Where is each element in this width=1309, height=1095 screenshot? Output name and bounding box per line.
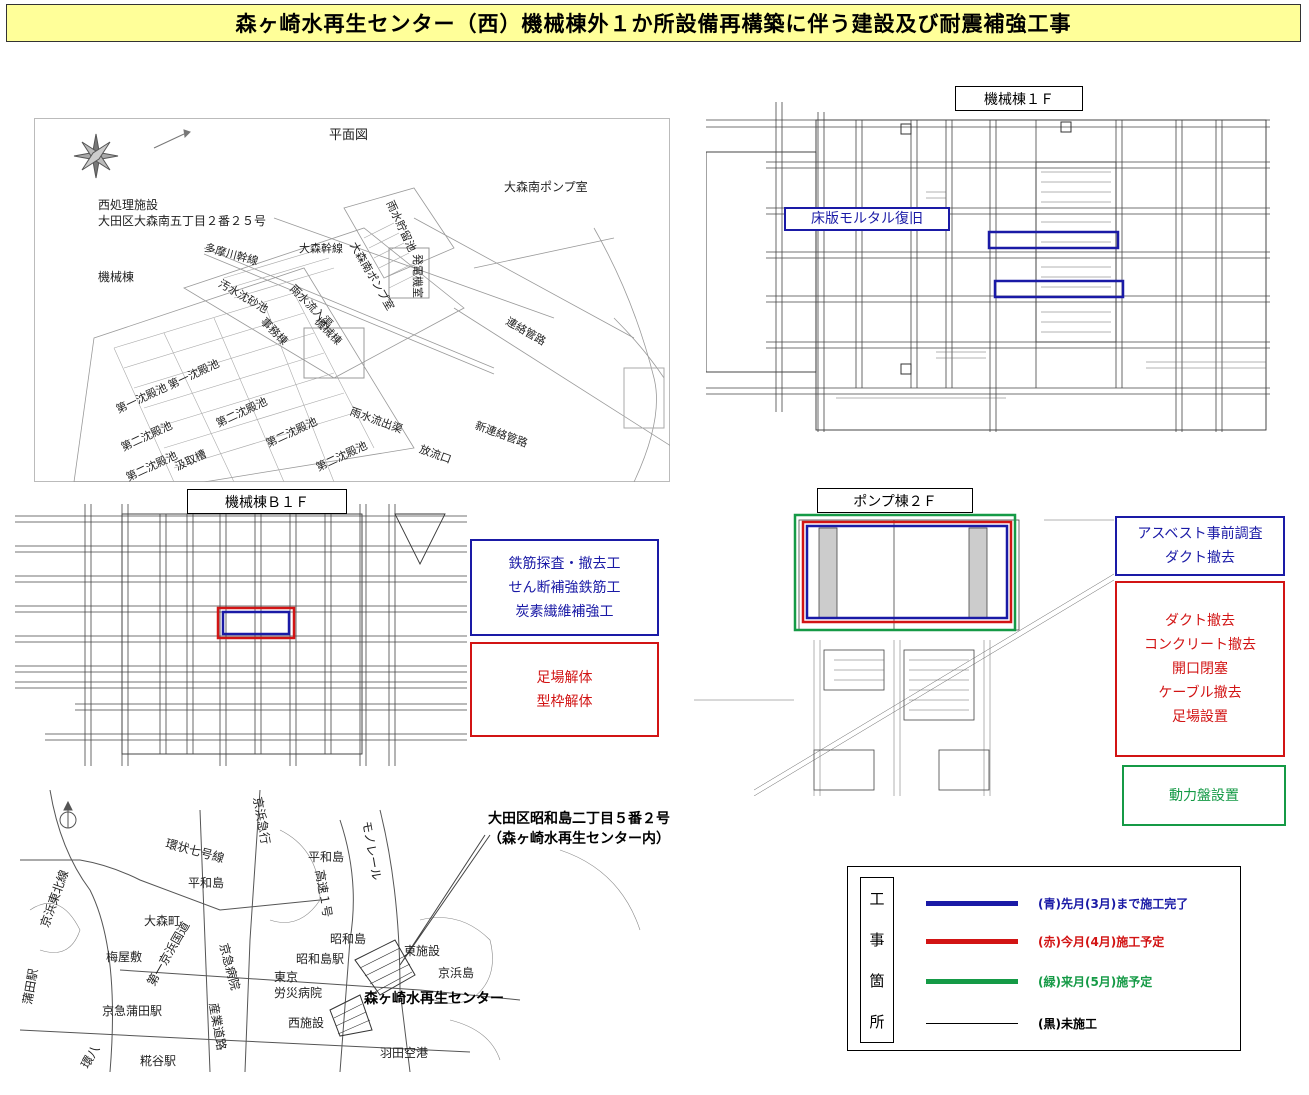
map-label: 森ヶ崎水再生センター [364,991,504,1007]
map-label: 東京 [274,970,299,984]
legend-row-black: (黒)未施工 [926,1011,1226,1035]
facility-address: 大田区大森南五丁目２番２５号 [98,214,267,228]
legend-line-blue [926,900,1018,906]
site-plan-title: 平面図 [329,128,369,143]
floor1-label: 機械棟１Ｆ [955,86,1083,111]
page-title: 森ヶ崎水再生センター（西）機械棟外１か所設備再構築に伴う建設及び耐震補強工事 [6,4,1301,42]
map-address-line2: （森ヶ崎水再生センター内） [488,831,670,847]
legend-header: 工 事 箇 所 [860,877,894,1043]
pump2-note-red-line: 開口閉塞 [1172,661,1228,677]
pump2-note-red-line: ケーブル撤去 [1158,685,1242,701]
legend-line-black [926,1022,1018,1024]
floorB1-note-red-line: 型枠解体 [536,693,593,710]
legend-text-green: (緑)来月(5月)施予定 [1038,974,1153,989]
legend-row-red: (赤)今月(4月)施工予定 [926,929,1226,953]
map-label: 東施設 [404,944,441,958]
floorB1-label: 機械棟Ｂ１Ｆ [187,489,347,514]
compass-icon [73,133,119,179]
map-label: 労災病院 [274,986,323,1000]
pump2-drawing [694,513,1114,796]
pump2-note-blue-line: ダクト撤去 [1165,550,1235,566]
legend-row-green: (緑)来月(5月)施予定 [926,969,1226,993]
floor1-highlight [993,279,1125,299]
site-plan-drawing [34,118,670,482]
floorB1-note-blue-line: せん断補強鉄筋工 [508,579,621,596]
legend-text-black: (黒)未施工 [1038,1016,1097,1031]
pump2-plan-panel [694,500,1114,796]
pump2-note-red: ダクト撤去 コンクリート撤去 開口閉塞 ケーブル撤去 足場設置 [1115,581,1285,757]
floorB1-note-red: 足場解体 型枠解体 [470,642,659,737]
map-label: 大森町 [144,914,181,928]
floor1-note-text: 床版モルタル復旧 [811,211,923,227]
map-label: 京急蒲田駅 [102,1004,163,1018]
floorB1-note-blue-line: 鉄筋探査・撤去工 [508,555,621,572]
north-arrow-icon [59,800,77,829]
pump2-note-blue: アスベスト事前調査 ダクト撤去 [1115,516,1285,576]
floorB1-note-blue-line: 炭素繊維補強工 [515,603,614,620]
pump2-note-blue-line: アスベスト事前調査 [1137,526,1263,542]
map-address-line1: 大田区昭和島二丁目５番２号 [488,811,670,827]
site-label: 発電機室 [411,254,424,298]
floorB1-highlight [221,610,291,636]
map-label: 西施設 [288,1016,325,1030]
floor1-note-blue: 床版モルタル復旧 [784,207,950,231]
map-label: 昭和島 [330,932,367,946]
pump2-note-red-line: 足場設置 [1172,709,1228,725]
pump2-highlight [793,513,1017,632]
facility-name: 西処理施設 [98,198,159,212]
floor1-drawing [706,102,1270,432]
site-label: 大森幹線 [299,242,343,255]
pump2-note-red-line: ダクト撤去 [1165,613,1235,629]
legend-text-blue: (青)先月(3月)まで施工完了 [1038,896,1189,911]
legend-text-red: (赤)今月(4月)施工予定 [1038,934,1165,949]
legend-header-char: 工 [869,890,885,908]
floorB1-drawing [15,504,467,766]
location-map-drawing [20,790,641,1072]
legend-line-green [926,978,1018,984]
map-label: 京浜島 [438,966,475,980]
pump2-note-green: 動力盤設置 [1122,765,1286,826]
west-facility-area [329,994,373,1037]
legend-header-char: 事 [869,931,885,949]
floorB1-plan-panel [15,504,467,766]
floor1-plan-panel [706,92,1270,438]
legend-header-char: 箇 [869,972,885,990]
map-label: 梅屋敷 [106,950,143,964]
floorB1-note-blue: 鉄筋探査・撤去工 せん断補強鉄筋工 炭素繊維補強工 [470,539,659,636]
site-label: 機械棟 [98,270,135,284]
floor1-highlight [987,230,1120,250]
site-label: 大森南ポンプ室 [504,180,588,194]
pump2-highlight [801,520,1013,624]
map-label: 平和島 [308,850,345,864]
floorB1-note-red-line: 足場解体 [536,669,593,686]
site-plan-panel: 平面図 西処理施設 大田区大森南五丁目２番２５号 大森南ポンプ室 大森幹線 多摩… [34,118,670,482]
legend-box: 工 事 箇 所 (青)先月(3月)まで施工完了 (赤)今月(4月)施工予定 (緑… [847,866,1241,1051]
map-label: 糀谷駅 [140,1054,177,1068]
location-map-panel: 大田区昭和島二丁目５番２号 （森ヶ崎水再生センター内） 京浜急行 環状七号線 平… [20,790,710,1072]
floorB1-highlight [216,606,296,640]
legend-header-char: 所 [869,1013,885,1031]
map-label: 平和島 [188,876,225,890]
pump2-note-red-line: コンクリート撤去 [1144,637,1256,653]
pump2-note-green-line: 動力盤設置 [1169,787,1239,804]
legend-line-red [926,938,1018,944]
map-label: 羽田空港 [380,1046,429,1060]
map-label: 昭和島駅 [296,952,345,966]
legend-row-blue: (青)先月(3月)まで施工完了 [926,891,1226,915]
pump2-label: ポンプ棟２Ｆ [817,488,973,513]
pump2-highlight [805,524,1009,620]
